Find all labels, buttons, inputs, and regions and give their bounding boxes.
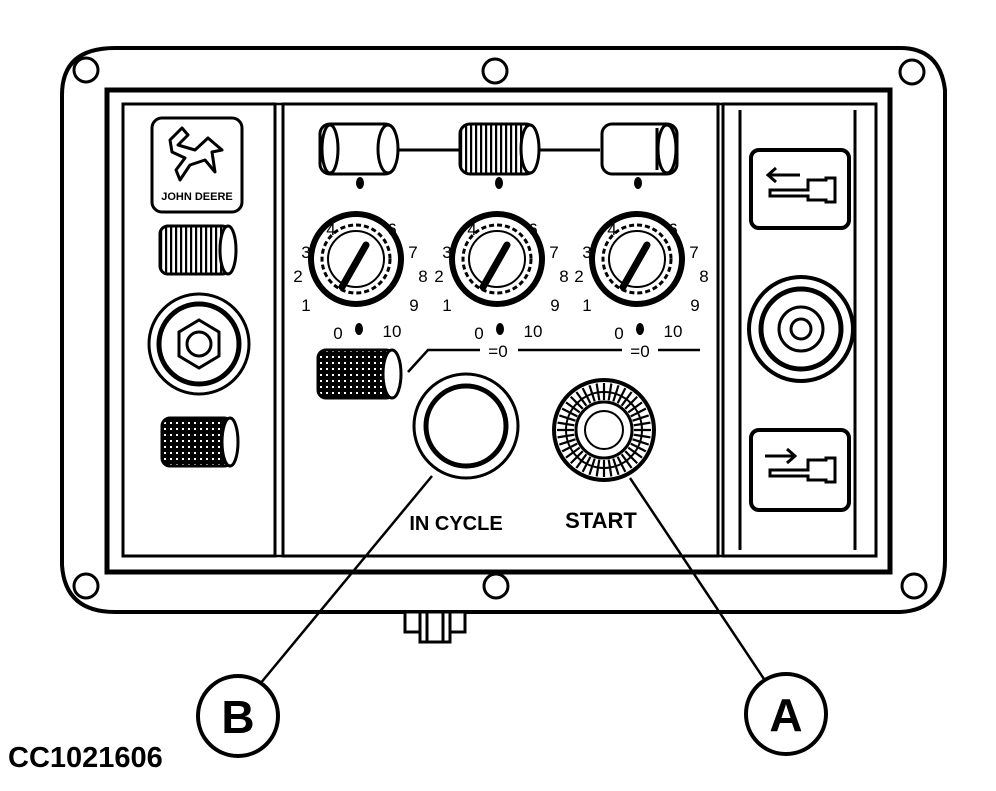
in-cycle-button[interactable]	[412, 372, 520, 480]
start-label: START	[565, 508, 637, 533]
brand-logo-text: JOHN DEERE	[161, 191, 233, 203]
brand-logo: JOHN DEERE	[150, 116, 244, 214]
dial-3-scale-9: 9	[690, 296, 699, 315]
reset-label-2: =0	[630, 342, 649, 361]
dial-2-scale-8: 8	[559, 267, 568, 286]
start-button[interactable]	[552, 378, 656, 482]
screw-top-left	[72, 56, 100, 84]
dial-1-scale-3: 3	[301, 243, 310, 262]
callout-leaders	[254, 475, 772, 691]
figure-id: CC1021606	[8, 742, 163, 774]
dial-3-scale-6: 6	[668, 220, 677, 239]
section-frames	[121, 102, 878, 558]
dial-3-scale-1: 1	[582, 296, 591, 315]
screw-bottom-left	[72, 572, 100, 600]
timer-lamp-2	[458, 122, 541, 189]
arrow-right-icon	[765, 447, 837, 484]
dial-2-scale-4: 4	[467, 220, 476, 239]
right-rotary-switch[interactable]	[747, 275, 855, 383]
screw-top-right	[898, 58, 926, 86]
dial-3-scale-7: 7	[689, 243, 698, 262]
mounting-screws	[72, 56, 928, 600]
dial-1-scale-7: 7	[408, 243, 417, 262]
in-cycle-label: IN CYCLE	[409, 513, 502, 535]
callout-a: A	[744, 672, 828, 756]
dial-3-scale-0: 0	[614, 324, 623, 343]
dial-2-scale-10: 10	[524, 322, 543, 341]
arrow-left-icon	[765, 166, 837, 204]
screw-bottom-center	[482, 572, 510, 600]
left-indicator-lamp-dotted	[160, 416, 240, 468]
retract-switch[interactable]	[749, 148, 851, 230]
deer-icon	[168, 126, 224, 182]
start-button-knurling	[557, 383, 651, 477]
screw-top-center	[481, 57, 509, 85]
dial-3-scale-8: 8	[699, 267, 708, 286]
dial-2-scale-6: 6	[528, 220, 537, 239]
reset-label-1: =0	[488, 342, 507, 361]
left-rotary-switch[interactable]	[147, 292, 251, 396]
dial-3-scale-4: 4	[607, 220, 616, 239]
callout-b-letter: B	[221, 691, 254, 743]
dial-1-scale-4: 4	[326, 220, 335, 239]
dial-2-scale-0: 0	[474, 324, 483, 343]
connector-fitting	[403, 610, 467, 644]
reset-indicator: =0 =0	[316, 342, 700, 400]
dial-2-scale-2: 2	[434, 267, 443, 286]
dial-1-scale-6: 6	[387, 220, 396, 239]
screw-bottom-right	[900, 572, 928, 600]
timer-lamp-3	[600, 122, 679, 189]
dial-2-scale-7: 7	[549, 243, 558, 262]
dial-3-scale-2: 2	[574, 267, 583, 286]
dial-3-scale-3: 3	[582, 243, 591, 262]
dial-1-scale-8: 8	[418, 267, 427, 286]
callout-b: B	[196, 674, 280, 758]
dial-1-scale-0: 0	[333, 324, 342, 343]
dial-1-scale-1: 1	[301, 296, 310, 315]
extend-switch[interactable]	[749, 428, 851, 512]
dial-1-scale-10: 10	[383, 322, 402, 341]
left-indicator-lamp-striped	[158, 224, 238, 276]
dial-2-scale-1: 1	[442, 296, 451, 315]
timer-lamp-1	[318, 122, 400, 189]
dial-3-scale-10: 10	[664, 322, 683, 341]
dial-1-scale-2: 2	[293, 267, 302, 286]
callout-a-letter: A	[769, 689, 802, 741]
dial-1-scale-9: 9	[409, 296, 418, 315]
dial-2-scale-3: 3	[442, 243, 451, 262]
dial-2-scale-9: 9	[550, 296, 559, 315]
